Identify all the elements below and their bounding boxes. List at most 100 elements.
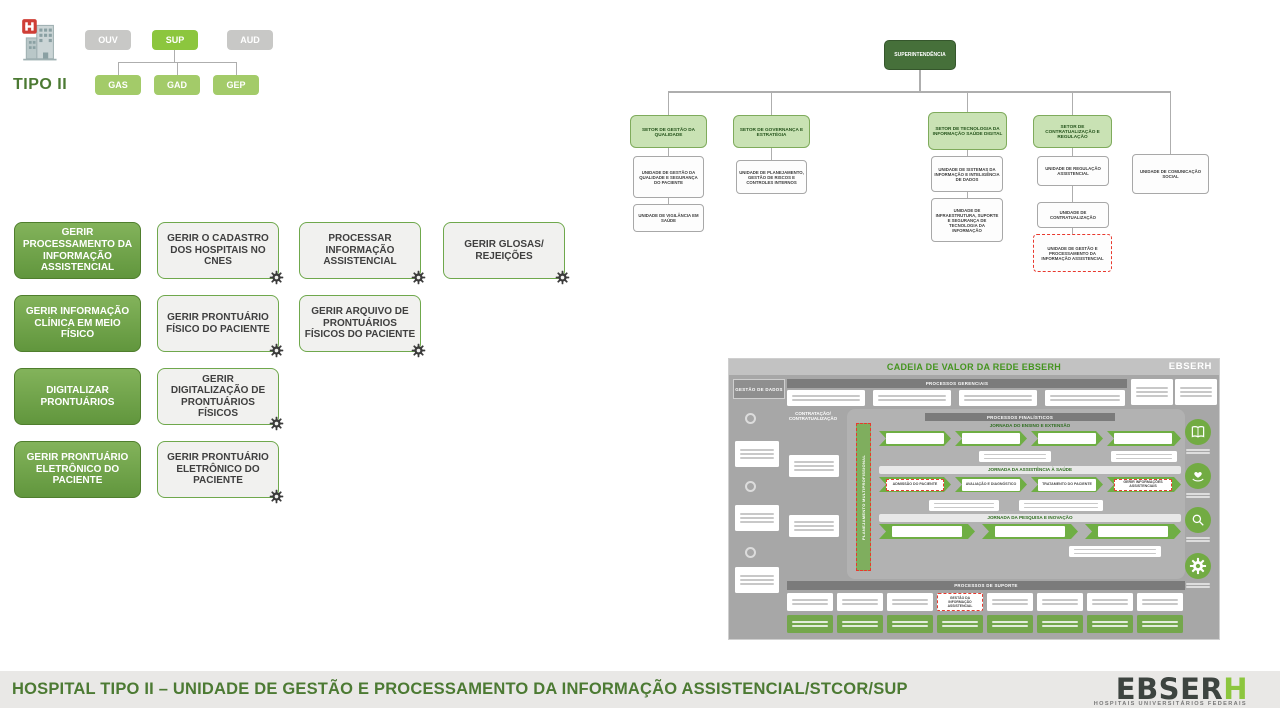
vc-small-box	[837, 593, 883, 611]
gear-icon	[269, 416, 284, 431]
illegible-text	[792, 625, 828, 627]
illegible-text	[842, 599, 878, 601]
illegible-text	[794, 525, 834, 527]
process-box-label: GERIR O CADASTRO DOS HOSPITAIS NO CNES	[167, 233, 269, 268]
vc-small-box-green	[937, 615, 983, 633]
illegible-text	[1092, 599, 1128, 601]
illegible-text	[1180, 395, 1212, 398]
vc-step-box	[1038, 433, 1096, 444]
gear-icon	[269, 489, 284, 504]
illegible-text	[740, 453, 774, 455]
illegible-text	[992, 599, 1028, 601]
vc-planning-bar-highlight: PLANEJAMENTO MULTIPROFISSIONAL	[856, 423, 871, 571]
vc-small-box	[787, 390, 865, 406]
process-box: GERIR DIGITALIZAÇÃO DE PRONTUÁRIOS FÍSIC…	[157, 368, 284, 431]
illegible-text	[794, 469, 834, 472]
illegible-text	[1092, 625, 1128, 627]
org-box-unit-regulacao: UNIDADE DE REGULAÇÃO ASSISTENCIAL	[1037, 156, 1109, 186]
vc-small-box-green	[987, 615, 1033, 633]
illegible-text	[1142, 603, 1178, 605]
illegible-text	[1074, 552, 1156, 554]
vc-small-box-green	[787, 615, 833, 633]
vc-small-box	[929, 500, 999, 511]
vc-icon-caption	[1183, 492, 1213, 499]
illegible-text	[740, 517, 774, 519]
illegible-text	[740, 521, 774, 524]
illegible-text	[1186, 540, 1210, 542]
org-box-sector-contratualizacao: SETOR DE CONTRATUALIZAÇÃO E REGULAÇÃO	[1033, 115, 1112, 148]
vc-step-box	[1098, 526, 1168, 537]
process-box-filled: GERIR PROCESSAMENTO DA INFORMAÇÃO ASSIST…	[14, 222, 141, 279]
value-chain-figure: CADEIA DE VALOR DA REDE EBSERH EBSERH GE…	[728, 358, 1220, 640]
process-box-label: GERIR PRONTUÁRIO ELETRÔNICO DO PACIENTE	[167, 452, 269, 487]
vc-small-box	[735, 441, 779, 467]
illegible-text	[1186, 583, 1210, 585]
vc-small-box	[1087, 593, 1133, 611]
illegible-text	[842, 603, 878, 605]
vc-step-box: AVALIAÇÃO E DIAGNÓSTICO	[962, 479, 1020, 491]
vc-small-box	[1037, 593, 1083, 611]
org-box-unit-comunicacao: UNIDADE DE COMUNICAÇÃO SOCIAL	[1132, 154, 1209, 194]
process-box: PROCESSAR INFORMAÇÃO ASSISTENCIAL	[299, 222, 426, 285]
vc-small-box	[789, 455, 839, 477]
vc-support-bar: PROCESSOS DE SUPORTE	[787, 581, 1185, 590]
org-box-root: SUPERINTENDÊNCIA	[884, 40, 956, 70]
gear-icon	[411, 270, 426, 285]
vc-core-bar: PROCESSOS FINALÍSTICOS	[925, 413, 1115, 421]
value-chain-header	[729, 359, 1219, 375]
vc-small-box	[987, 593, 1033, 611]
illegible-text	[792, 399, 860, 401]
illegible-text	[740, 512, 774, 515]
connector-line	[770, 148, 773, 162]
connector-line	[667, 92, 670, 115]
illegible-text	[794, 460, 834, 463]
connector-line	[117, 62, 119, 76]
illegible-text	[1136, 391, 1168, 393]
illegible-text	[1074, 549, 1156, 551]
illegible-text	[1024, 503, 1098, 505]
illegible-text	[934, 506, 994, 508]
illegible-text	[1142, 621, 1178, 623]
connector-line	[1071, 92, 1074, 115]
chain-link-icon	[745, 413, 756, 424]
illegible-text	[964, 395, 1032, 397]
vc-small-box	[873, 390, 951, 406]
vc-small-box	[735, 567, 779, 593]
illegible-text	[878, 395, 946, 397]
vc-managerial-bar: PROCESSOS GERENCIAIS	[787, 379, 1127, 388]
vc-small-box	[1131, 379, 1173, 405]
illegible-text	[1042, 621, 1078, 623]
value-chain-data-mgmt: GESTÃO DE DADOS	[733, 379, 785, 399]
illegible-text	[1186, 452, 1210, 454]
illegible-text	[1042, 603, 1078, 605]
org-box-unit-qualidade-seguranca: UNIDADE DE GESTÃO DA QUALIDADE E SEGURAN…	[633, 156, 704, 198]
vc-small-box-highlight: GESTÃO DA INFORMAÇÃO ASSISTENCIAL	[937, 593, 983, 611]
mini-org-node-aud: AUD	[227, 30, 273, 50]
vc-icon-caption	[1183, 448, 1213, 455]
chain-link-icon	[745, 481, 756, 492]
process-box-label: GERIR DIGITALIZAÇÃO DE PRONTUÁRIOS FÍSIC…	[170, 373, 266, 420]
illegible-text	[892, 599, 928, 601]
illegible-text	[992, 625, 1028, 627]
org-box-sector-qualidade: SETOR DE GESTÃO DA QUALIDADE	[630, 115, 707, 148]
process-box-filled: GERIR PRONTUÁRIO ELETRÔNICO DO PACIENTE	[14, 441, 141, 498]
illegible-text	[792, 395, 860, 397]
illegible-text	[992, 621, 1028, 623]
process-box-label: GERIR PRONTUÁRIO FÍSICO DO PACIENTE	[166, 312, 270, 335]
vc-small-box	[1111, 451, 1177, 462]
vc-small-box-green	[887, 615, 933, 633]
org-box-unit-gestao-informacao-highlight: UNIDADE DE GESTÃO E PROCESSAMENTO DA INF…	[1033, 234, 1112, 272]
org-box-unit-planejamento: UNIDADE DE PLANEJAMENTO, GESTÃO DE RISCO…	[736, 160, 807, 194]
connector-line	[1071, 148, 1074, 236]
process-box: GERIR PRONTUÁRIO ELETRÔNICO DO PACIENTE	[157, 441, 284, 504]
vc-small-box	[887, 593, 933, 611]
illegible-text	[1186, 496, 1210, 498]
illegible-text	[1186, 449, 1210, 451]
book-icon	[1185, 419, 1211, 445]
vc-step-box	[962, 433, 1020, 444]
footer-band: HOSPITAL TIPO II – UNIDADE DE GESTÃO E P…	[0, 671, 1280, 708]
connector-line	[176, 62, 178, 76]
